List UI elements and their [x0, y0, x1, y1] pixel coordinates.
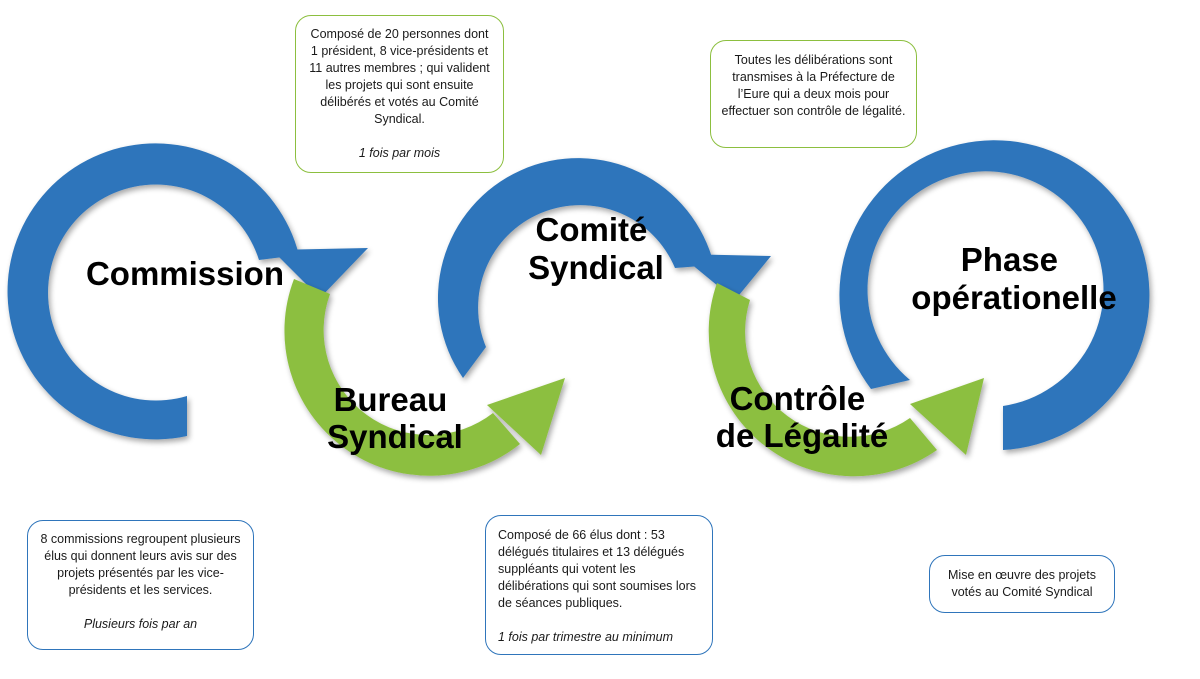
controle-description-text: Toutes les délibérations sont transmises…: [721, 53, 906, 118]
stage-controle-ring: [708, 283, 937, 477]
stage-comite-ring: [437, 158, 714, 378]
stage-controle-label-line-2: de Légalité: [716, 417, 888, 454]
bureau-description-box: Composé de 20 personnes dont 1 président…: [295, 15, 504, 173]
bureau-description-text: Composé de 20 personnes dont 1 président…: [309, 27, 490, 126]
stage-comite-label: Comité Syndical: [528, 211, 664, 286]
phase-description-box: Mise en œuvre des projets votés au Comit…: [929, 555, 1115, 613]
stage-phase-ring: [839, 140, 1150, 450]
stage-controle-label: Contrôle de Légalité: [716, 380, 888, 454]
commission-description-text: 8 commissions regroupent plusieurs élus …: [40, 532, 241, 597]
stage-comite-arrowhead: [679, 254, 771, 300]
comite-frequency: 1 fois par trimestre au minimum: [498, 630, 674, 644]
stage-phase-label-line-2: opérationelle: [911, 279, 1116, 316]
stage-commission-arrow: [7, 143, 368, 440]
stage-commission-label: Commission: [86, 255, 284, 292]
stage-bureau-arrowhead: [487, 378, 565, 455]
stage-controle-arrowhead: [910, 378, 984, 455]
stage-controle-label-line-1: Contrôle: [730, 380, 866, 417]
stage-phase-label: Phase opérationelle: [911, 241, 1116, 316]
stage-bureau-arrow: [284, 279, 565, 476]
comite-description-text: Composé de 66 élus dont : 53 délégués ti…: [498, 528, 697, 610]
commission-description-box: 8 commissions regroupent plusieurs élus …: [27, 520, 254, 650]
stage-bureau-ring: [284, 279, 520, 476]
stage-commission-arrowhead: [272, 248, 368, 298]
bureau-frequency: 1 fois par mois: [358, 146, 441, 160]
stage-controle-arrow: [708, 283, 984, 477]
stage-commission-label-line-1: Commission: [86, 255, 284, 292]
stage-bureau-label-line-1: Bureau: [334, 381, 448, 418]
stage-bureau-label-line-2: Syndical: [327, 418, 463, 455]
stage-comite-label-line-2: Syndical: [528, 249, 664, 286]
stage-phase-arrow: [839, 140, 1150, 450]
stage-comite-label-line-1: Comité: [535, 211, 647, 248]
phase-description-text: Mise en œuvre des projets votés au Comit…: [948, 568, 1096, 599]
stage-phase-label-line-1: Phase: [961, 241, 1058, 278]
comite-description-box: Composé de 66 élus dont : 53 délégués ti…: [485, 515, 713, 655]
stage-comite-arrow: [437, 158, 771, 378]
commission-frequency: Plusieurs fois par an: [83, 617, 198, 631]
stage-bureau-label: Bureau Syndical: [327, 381, 463, 455]
controle-description-box: Toutes les délibérations sont transmises…: [710, 40, 917, 148]
